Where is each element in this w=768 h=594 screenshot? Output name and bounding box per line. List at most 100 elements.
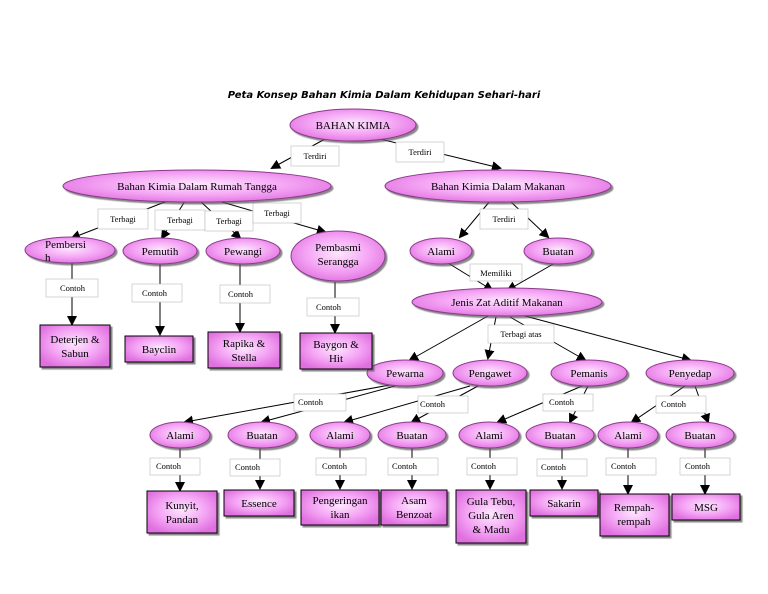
edge-label-contoh-b5: Contoh [466, 457, 518, 476]
node-buatan: Buatan [523, 237, 593, 265]
svg-text:Terbagi: Terbagi [216, 216, 242, 226]
svg-text:Stella: Stella [231, 352, 256, 364]
edge-labels: Terdiri Terdiri Terbagi Terbagi Terbagi … [45, 141, 731, 477]
node-bahan-kimia: BAHAN KIMIA [289, 108, 417, 142]
edge-pengawet-alami [343, 385, 471, 425]
edge-label-contoh-b8: Contoh [679, 457, 731, 476]
svg-text:Memiliki: Memiliki [480, 268, 512, 278]
leaf-rapika-stella: Rapika & Stella [207, 331, 281, 369]
node-pewarna: Pewarna [366, 359, 444, 387]
node-pengawet: Pengawet [452, 359, 528, 387]
node-pembersih: Pembersi h [24, 236, 116, 264]
node-rumah-tangga: Bahan Kimia Dalam Rumah Tangga [62, 169, 332, 203]
edge-makanan-alami [458, 200, 491, 239]
edge-label-contoh-pemanis: Contoh [542, 393, 594, 412]
leaf-asam-benzoat: Asam Benzoat [380, 489, 448, 526]
svg-text:Contoh: Contoh [316, 302, 342, 312]
svg-text:rempah: rempah [618, 516, 651, 528]
svg-text:Pengawet: Pengawet [469, 368, 512, 380]
node-penyedap: Penyedap [645, 359, 735, 387]
svg-text:Terbagi: Terbagi [264, 208, 290, 218]
svg-text:Sakarin: Sakarin [547, 498, 581, 510]
svg-text:Contoh: Contoh [541, 462, 567, 472]
svg-text:Serangga: Serangga [318, 256, 359, 268]
leaf-bayclin: Bayclin [124, 335, 194, 363]
node-pewangi: Pewangi [205, 237, 281, 265]
svg-text:Contoh: Contoh [549, 397, 575, 407]
edge-pewarna-alami [183, 384, 391, 426]
node-jenis-zat-aditif: Jenis Zat Aditif Makanan [411, 287, 603, 317]
svg-text:Buatan: Buatan [542, 246, 574, 258]
svg-text:Contoh: Contoh [661, 399, 687, 409]
svg-text:Benzoat: Benzoat [396, 509, 432, 521]
svg-text:BAHAN KIMIA: BAHAN KIMIA [316, 120, 391, 132]
svg-text:Terdiri: Terdiri [492, 214, 516, 224]
svg-text:Kunyit,: Kunyit, [165, 500, 199, 512]
edge-label-terdiri-left: Terdiri [290, 145, 340, 167]
svg-text:Buatan: Buatan [684, 430, 716, 442]
svg-text:Buatan: Buatan [246, 430, 278, 442]
svg-text:Pemutih: Pemutih [142, 246, 179, 258]
svg-text:Contoh: Contoh [156, 461, 182, 471]
svg-text:Contoh: Contoh [471, 461, 497, 471]
node-penyedap-alami: Alami [597, 421, 659, 449]
leaf-kunyit-pandan: Kunyit, Pandan [146, 490, 218, 534]
svg-text:Alami: Alami [166, 430, 194, 442]
svg-text:Pewarna: Pewarna [386, 368, 424, 380]
svg-text:Sabun: Sabun [61, 348, 89, 360]
svg-text:Pewangi: Pewangi [224, 246, 262, 258]
svg-text:Pemanis: Pemanis [570, 368, 607, 380]
edge-label-contoh-pembasmi: Contoh [306, 297, 360, 317]
svg-text:Contoh: Contoh [685, 461, 711, 471]
edge-label-contoh-b1: Contoh [149, 457, 201, 476]
svg-text:Buatan: Buatan [396, 430, 428, 442]
edge-buatan-jenis [506, 262, 556, 291]
edge-label-contoh-pengawet: Contoh [417, 395, 469, 414]
node-pembasmi-serangga: Pembasmi Serangga [290, 230, 386, 282]
svg-text:Gula Tebu,: Gula Tebu, [467, 496, 516, 508]
svg-text:Contoh: Contoh [611, 461, 637, 471]
leaf-baygon-hit: Baygon & Hit [299, 332, 373, 370]
edge-label-terbagi-3: Terbagi [204, 210, 254, 232]
edge-label-contoh-b7: Contoh [605, 457, 657, 476]
svg-text:Deterjen &: Deterjen & [50, 334, 100, 346]
svg-text:Baygon &: Baygon & [313, 339, 359, 351]
edge-label-contoh-b2: Contoh [229, 458, 281, 477]
leaf-essence: Essence [223, 489, 295, 517]
leaf-rempah-rempah: Rempah- rempah [599, 493, 670, 537]
leaf-sakarin: Sakarin [529, 489, 599, 517]
leaf-deterjen-sabun: Deterjen & Sabun [39, 324, 111, 368]
edge-makanan-buatan [509, 200, 550, 239]
edge-label-contoh-pewarna: Contoh [293, 393, 347, 412]
svg-text:Alami: Alami [427, 246, 455, 258]
svg-text:Essence: Essence [241, 498, 277, 510]
svg-text:Terbagi: Terbagi [110, 214, 136, 224]
diagram-title: Peta Konsep Bahan Kimia Dalam Kehidupan … [228, 90, 541, 101]
concept-nodes: BAHAN KIMIA Bahan Kimia Dalam Rumah Tang… [24, 108, 735, 449]
edge-label-terbagi-1: Terbagi [97, 208, 149, 230]
leaf-msg: MSG [671, 493, 741, 521]
svg-text:Contoh: Contoh [142, 288, 168, 298]
edge-label-terbagi-atas: Terbagi atas [487, 324, 555, 344]
svg-text:Hit: Hit [329, 353, 343, 365]
svg-text:& Madu: & Madu [473, 524, 510, 536]
svg-text:Penyedap: Penyedap [669, 368, 712, 380]
svg-text:Terbagi: Terbagi [167, 215, 193, 225]
edge-label-contoh-pewangi: Contoh [219, 284, 271, 304]
edge-jenis-penyedap [524, 315, 692, 363]
leaf-gula: Gula Tebu, Gula Aren & Madu [455, 489, 527, 544]
svg-text:Contoh: Contoh [420, 399, 446, 409]
node-pewarna-buatan: Buatan [227, 421, 297, 449]
svg-text:Rempah-: Rempah- [614, 502, 655, 514]
svg-text:Asam: Asam [401, 495, 427, 507]
svg-text:Bayclin: Bayclin [142, 344, 177, 356]
svg-text:Terdiri: Terdiri [303, 151, 327, 161]
svg-text:Pandan: Pandan [166, 514, 199, 526]
edge-label-contoh-pembersih: Contoh [45, 278, 99, 298]
svg-text:Rapika &: Rapika & [223, 338, 266, 350]
svg-text:h: h [45, 252, 51, 264]
svg-text:Terdiri: Terdiri [408, 147, 432, 157]
edge-jenis-pewarna [408, 315, 489, 361]
edge-label-contoh-b3: Contoh [315, 457, 367, 476]
